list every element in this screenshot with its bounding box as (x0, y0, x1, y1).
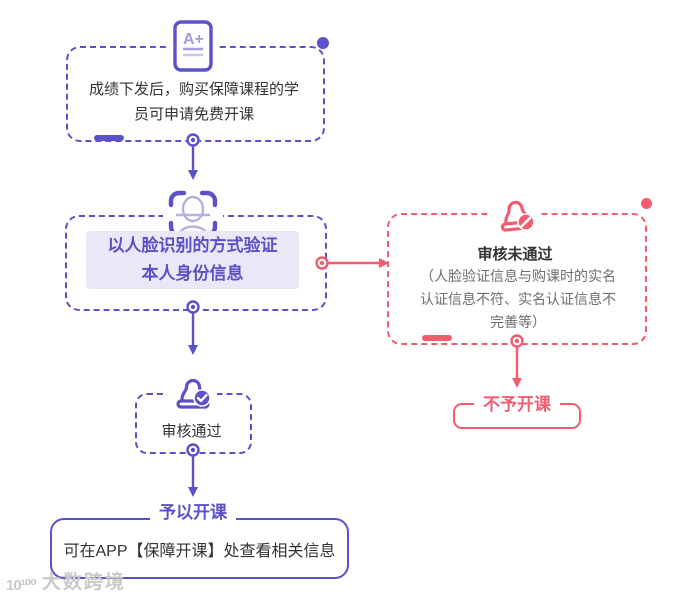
connector-arrow-down-2 (186, 300, 200, 355)
reject-title: 审核未通过 (477, 246, 553, 263)
step1-accent-dash (94, 135, 124, 141)
connector-arrow-down-1 (186, 133, 200, 180)
granted-box: 可在APP【保障开课】处查看相关信息 (50, 518, 349, 579)
step2-highlight: 以人脸识别的方式验证本人身份信息 (86, 231, 299, 289)
step2-text: 以人脸识别的方式验证本人身份信息 (107, 236, 278, 283)
connector-arrow-down-reject (510, 334, 524, 388)
svg-text:A+: A+ (183, 31, 204, 48)
stamp-reject-icon (490, 188, 540, 238)
stamp-approve-icon (167, 366, 217, 416)
step1-text: 成绩下发后，购买保障课程的学员可申请免费开课 (88, 81, 299, 123)
step1-corner-dot (317, 37, 329, 49)
granted-label: 予以开课 (103, 503, 283, 523)
reject-detail: （人脸验证信息与购课时的实名认证信息不符、实名认证信息不完善等） (420, 268, 616, 330)
connector-arrow-right-reject (315, 256, 389, 270)
exam-grade-icon: A+ (170, 18, 216, 74)
watermark: 10¹⁰⁰ 大数跨境 (6, 567, 126, 594)
watermark-text: 大数跨境 (41, 572, 126, 593)
approve-title: 审核通过 (161, 423, 222, 440)
granted-text: 可在APP【保障开课】处查看相关信息 (63, 542, 336, 560)
connector-arrow-down-3 (186, 443, 200, 497)
no-course-label: 不予开课 (453, 395, 581, 415)
reject-corner-dot (641, 198, 652, 209)
reject-accent-dash (422, 335, 452, 341)
watermark-logo-icon: 10¹⁰⁰ (6, 577, 37, 594)
